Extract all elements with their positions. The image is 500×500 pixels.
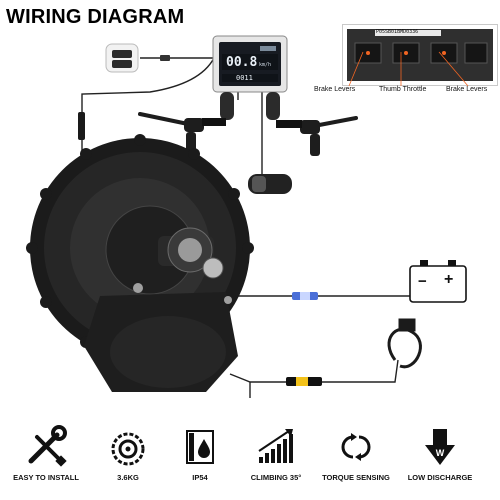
mid-drive-motor bbox=[26, 134, 254, 392]
page-title: WIRING DIAGRAM bbox=[6, 6, 185, 28]
feature-torque-sensing: TORQUE SENSING bbox=[316, 425, 396, 482]
display-unit: km/h bbox=[259, 62, 272, 68]
cable-connector-yellow bbox=[286, 377, 322, 386]
callout-brake-levers-left: Brake Levers bbox=[314, 86, 356, 93]
connector-panel: P05SB01BMD0336 bbox=[342, 24, 498, 86]
lcd-display bbox=[212, 35, 288, 120]
display-speed: 00.8 bbox=[226, 55, 258, 70]
callout-thumb-throttle: Thumb Throttle bbox=[379, 86, 427, 93]
speed-sensor bbox=[387, 318, 422, 369]
feature-label: IP54 bbox=[192, 473, 208, 482]
wrench-screwdriver-icon bbox=[28, 425, 67, 467]
diagram-art bbox=[26, 35, 467, 398]
svg-text:W: W bbox=[436, 448, 445, 458]
rotation-arrows-icon bbox=[341, 433, 371, 461]
feature-label: EASY TO INSTALL bbox=[13, 473, 79, 482]
battery bbox=[409, 260, 467, 303]
connector-plugs bbox=[354, 42, 488, 64]
gear-weight-icon bbox=[111, 432, 145, 466]
feature-label: LOW DISCHARGE bbox=[407, 473, 473, 482]
cable-connector-blue bbox=[292, 292, 318, 300]
connector-code: P05SB01BMD0336 bbox=[376, 29, 419, 35]
down-arrow-w-icon: W bbox=[425, 429, 455, 465]
feature-climbing: CLIMBING 35° bbox=[236, 425, 316, 482]
cables bbox=[81, 57, 410, 398]
battery-negative: − bbox=[418, 273, 427, 290]
feature-label: 3.6KG bbox=[117, 473, 139, 482]
brake-lever-right bbox=[276, 116, 358, 156]
battery-positive: + bbox=[444, 271, 454, 288]
feature-label: CLIMBING 35° bbox=[250, 473, 302, 482]
thumb-throttle bbox=[248, 174, 292, 194]
feature-low-discharge: W LOW DISCHARGE bbox=[400, 425, 480, 482]
callout-brake-levers-right: Brake Levers bbox=[446, 86, 488, 93]
feature-easy-to-install: EASY TO INSTALL bbox=[6, 425, 86, 482]
connector-chip: P05SB01BMD0336 bbox=[375, 29, 441, 36]
display-odometer: 0011 bbox=[236, 74, 253, 82]
brake-lever-left bbox=[138, 112, 226, 154]
rising-bars-icon bbox=[258, 429, 293, 463]
remote-control bbox=[105, 43, 170, 73]
feature-weight: 3.6KG bbox=[88, 425, 168, 482]
connector-photo: P05SB01BMD0336 bbox=[347, 29, 493, 81]
cable-connector-left bbox=[78, 112, 85, 140]
water-drop-icon bbox=[186, 430, 214, 464]
feature-ip54: IP54 bbox=[160, 425, 240, 482]
feature-label: TORQUE SENSING bbox=[322, 473, 390, 482]
